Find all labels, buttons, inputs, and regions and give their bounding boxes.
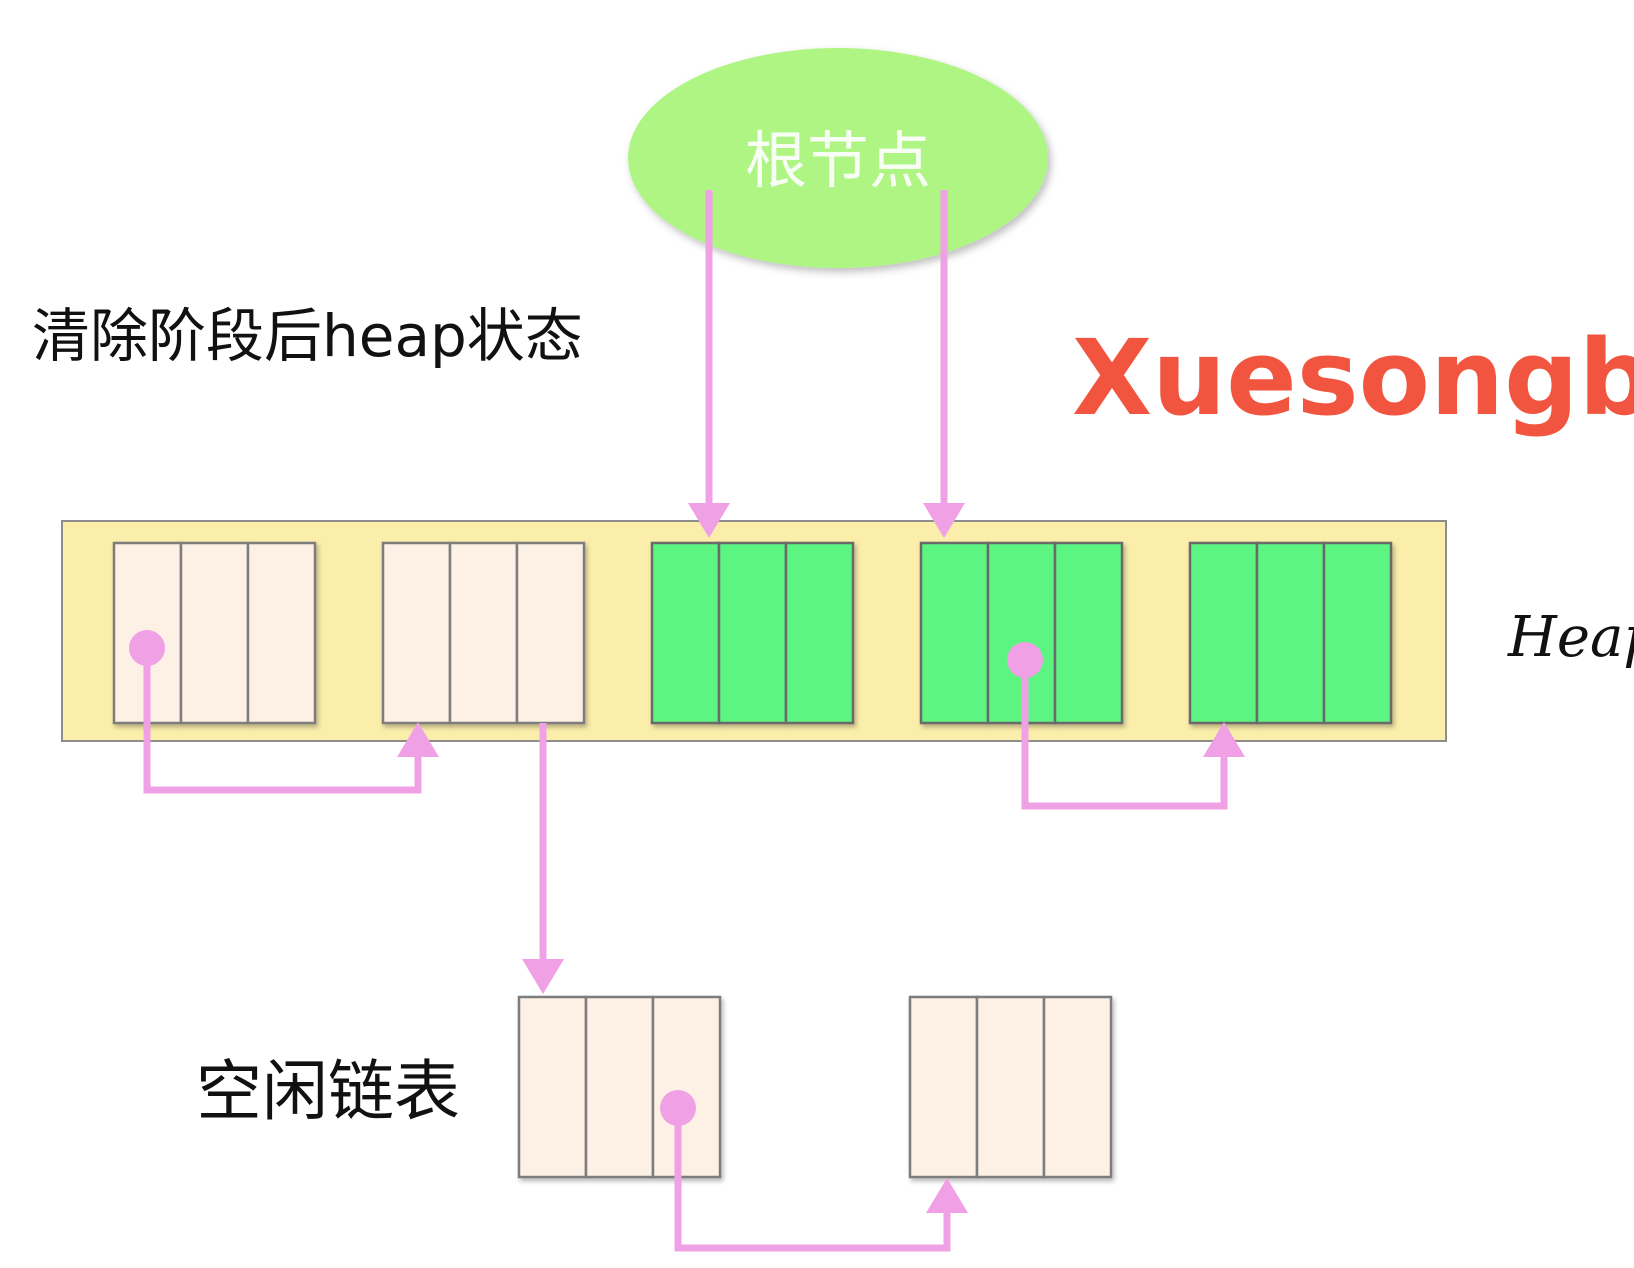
heap-cell [1255, 541, 1326, 725]
free-list-cell [1042, 995, 1113, 1179]
free-link-block1-to-block2 [129, 630, 439, 794]
heap-title: 清除阶段后heap状态 [32, 302, 583, 370]
heap-cell [919, 541, 990, 725]
free-list-link [660, 1090, 968, 1252]
free-list-cell [584, 995, 655, 1179]
heap-cell [650, 541, 721, 725]
free-list-head-pointer [522, 723, 564, 994]
heap-cell [179, 541, 250, 725]
free-list-cell [908, 995, 979, 1179]
heap-cell [1188, 541, 1259, 725]
watermark-logo: Xuesongbj [1072, 317, 1634, 439]
heap-cell [717, 541, 788, 725]
heap-block-3 [650, 541, 855, 725]
heap-block-1 [112, 541, 317, 725]
root-pointer-right [923, 190, 965, 538]
free-list-label: 空闲链表 [196, 1053, 460, 1130]
heap-cell [246, 541, 317, 725]
free-list-block-1 [517, 995, 722, 1179]
heap-cell [1322, 541, 1393, 725]
root-node-label: 根节点 [745, 124, 931, 197]
heap-block-4 [919, 541, 1124, 725]
free-list-cell [651, 995, 722, 1179]
live-link-block4-to-block5 [1007, 642, 1245, 810]
heap-block-5 [1188, 541, 1393, 725]
free-list-cell [517, 995, 588, 1179]
heap-cell [381, 541, 452, 725]
free-list-cell [975, 995, 1046, 1179]
heap-cell [515, 541, 586, 725]
root-pointer-left [688, 190, 730, 538]
root-node: 根节点 [628, 48, 1048, 268]
free-list-block-2 [908, 995, 1113, 1179]
heap-cell [448, 541, 519, 725]
heap-block-2 [381, 541, 586, 725]
heap-cell [784, 541, 855, 725]
heap-label: Heap [1507, 605, 1634, 670]
heap-cell [1053, 541, 1124, 725]
